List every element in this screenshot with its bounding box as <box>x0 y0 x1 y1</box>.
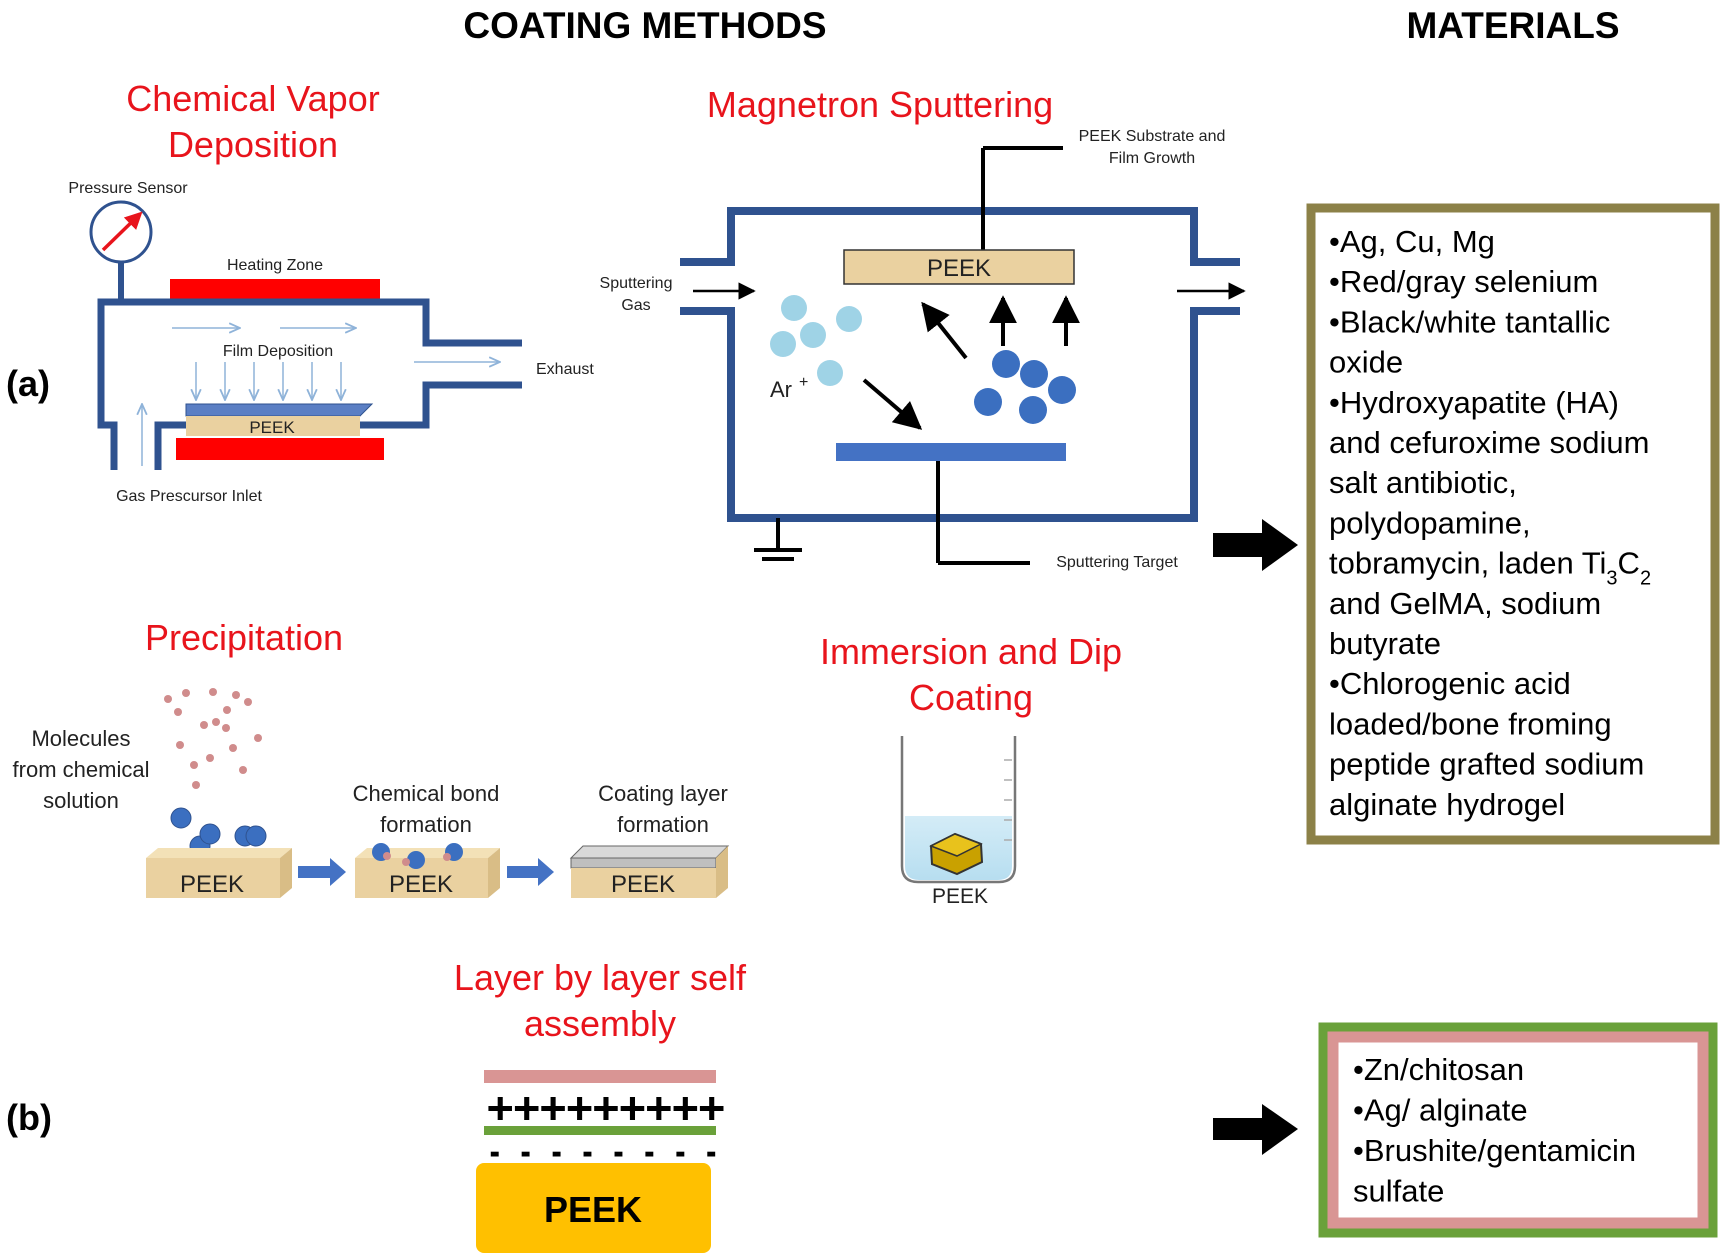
beaker-ticks <box>1004 759 1012 841</box>
material-line: and cefuroxime sodium <box>1329 425 1650 460</box>
sputtered-atom-particles <box>974 350 1076 424</box>
lbl-peek-label: PEEK <box>544 1189 642 1230</box>
heating-zone-top <box>170 279 380 301</box>
material-line: •Brushite/gentamicin <box>1353 1133 1636 1168</box>
materials-a-text: •Ag, Cu, Mg •Red/gray selenium •Black/whit… <box>1329 224 1651 822</box>
cvd-title-line1: Chemical Vapor <box>126 78 379 119</box>
precip-peek-block-3: PEEK <box>569 845 730 898</box>
deposited-molecules <box>170 807 267 857</box>
material-line: sulfate <box>1353 1174 1444 1209</box>
material-line: •Ag/ alginate <box>1353 1093 1528 1128</box>
subscript-3: 3 <box>1606 568 1617 590</box>
material-line: alginate hydrogel <box>1329 787 1565 822</box>
substrate-label-line2: Film Growth <box>1109 150 1195 167</box>
pressure-gauge-icon <box>89 200 153 302</box>
sputtering-trajectory-arrows <box>862 295 1080 430</box>
cvd-peek-label: PEEK <box>249 418 295 437</box>
lbl-plus-row: +++++++++ <box>487 1083 725 1133</box>
heating-zone-label: Heating Zone <box>227 257 323 274</box>
immersion-diagram: Immersion and Dip Coating PEEK <box>820 631 1122 908</box>
dip-peek-sample <box>929 832 984 876</box>
solution-molecules <box>164 688 262 789</box>
sputtering-gas-line2: Gas <box>621 297 650 314</box>
ground-icon <box>754 518 802 561</box>
materials-box-b: •Zn/chitosan •Ag/ alginate •Brushite/genta… <box>1213 1022 1718 1238</box>
bond-line1: Chemical bond <box>353 781 500 806</box>
bonded-molecules <box>372 843 463 869</box>
precipitation-diagram: Precipitation Molecules from chemical so… <box>13 617 730 898</box>
lbl-peek-block <box>476 1163 711 1253</box>
heating-zone-bottom <box>176 438 384 460</box>
argon-ion-particles <box>770 295 862 386</box>
coating-methods-heading: COATING METHODS <box>463 5 826 46</box>
material-line: •Zn/chitosan <box>1353 1052 1524 1087</box>
gas-flow-arrows <box>142 328 500 466</box>
material-line: •Red/gray selenium <box>1329 264 1598 299</box>
materials-box-a: •Ag, Cu, Mg •Red/gray selenium •Black/whit… <box>1213 203 1720 845</box>
material-line: peptide grafted sodium <box>1329 747 1644 782</box>
lbl-diagram: Layer by layer self assembly +++++++++ -… <box>454 957 747 1253</box>
precip-peek-label-1: PEEK <box>180 871 244 898</box>
lbl-title-line2: assembly <box>524 1003 676 1044</box>
precip-peek-block-1: PEEK <box>146 848 292 898</box>
sputtering-peek-label: PEEK <box>927 255 991 282</box>
cvd-diagram: Chemical Vapor Deposition Pressure Senso… <box>68 78 594 505</box>
bond-line2: formation <box>380 812 472 837</box>
molecules-line1: Molecules <box>31 726 130 751</box>
material-line: tobramycin, laden Ti <box>1329 546 1606 581</box>
sputtering-diagram: Magnetron Sputtering PEEK Substrate and … <box>600 84 1246 571</box>
panel-label-a: (a) <box>6 363 50 404</box>
lbl-title-line1: Layer by layer self <box>454 957 747 998</box>
materials-arrow-b <box>1213 1104 1298 1155</box>
materials-arrow-a <box>1213 519 1298 571</box>
layer-line1: Coating layer <box>598 781 728 806</box>
material-line: •Hydroxyapatite (HA) <box>1329 385 1619 420</box>
material-line: oxide <box>1329 345 1403 380</box>
materials-heading: MATERIALS <box>1406 5 1619 46</box>
molecules-line3: solution <box>43 788 119 813</box>
precip-step-arrow-1 <box>298 858 346 886</box>
carbon-letter: C <box>1618 546 1640 581</box>
immersion-title-line2: Coating <box>909 677 1033 718</box>
lbl-pink-layer <box>484 1070 716 1083</box>
precip-peek-label-2: PEEK <box>389 871 453 898</box>
target-label: Sputtering Target <box>1056 554 1178 571</box>
materials-b-text: •Zn/chitosan •Ag/ alginate •Brushite/genta… <box>1353 1052 1636 1209</box>
material-line: and GelMA, sodium <box>1329 586 1601 621</box>
pressure-sensor-label: Pressure Sensor <box>68 180 188 197</box>
immersion-title-line1: Immersion and Dip <box>820 631 1122 672</box>
subscript-2: 2 <box>1640 568 1651 590</box>
film-deposition-label: Film Deposition <box>223 343 333 360</box>
layer-line2: formation <box>617 812 709 837</box>
material-line: salt antibiotic, <box>1329 465 1517 500</box>
precip-peek-label-3: PEEK <box>611 871 675 898</box>
ion-charge: + <box>799 374 808 391</box>
material-line: loaded/bone froming <box>1329 706 1612 741</box>
material-line: polydopamine, <box>1329 505 1531 540</box>
precipitation-title: Precipitation <box>145 617 343 658</box>
material-line: butyrate <box>1329 626 1441 661</box>
precip-step-arrow-2 <box>507 858 554 886</box>
cvd-title-line2: Deposition <box>168 124 338 165</box>
material-line: •Ag, Cu, Mg <box>1329 224 1495 259</box>
sputtering-target-plate <box>836 443 1066 461</box>
dip-peek-label: PEEK <box>932 885 988 908</box>
cvd-peek-substrate: PEEK <box>185 403 374 437</box>
sputtering-peek-substrate: PEEK <box>843 249 1075 285</box>
molecules-line2: from chemical <box>13 757 150 782</box>
beaker-icon <box>900 736 1017 884</box>
material-line: •Black/white tantallic <box>1329 304 1610 339</box>
sputtering-gas-line1: Sputtering <box>600 275 673 292</box>
lbl-green-layer <box>484 1126 716 1135</box>
sputtering-title: Magnetron Sputtering <box>707 84 1053 125</box>
panel-label-b: (b) <box>6 1097 52 1138</box>
sputtering-chamber <box>680 207 1240 522</box>
material-line: •Chlorogenic acid <box>1329 666 1571 701</box>
substrate-label-line1: PEEK Substrate and <box>1079 128 1226 145</box>
ion-label: Ar <box>770 377 792 402</box>
exhaust-label: Exhaust <box>536 361 594 378</box>
gas-inlet-label: Gas Prescursor Inlet <box>116 488 262 505</box>
